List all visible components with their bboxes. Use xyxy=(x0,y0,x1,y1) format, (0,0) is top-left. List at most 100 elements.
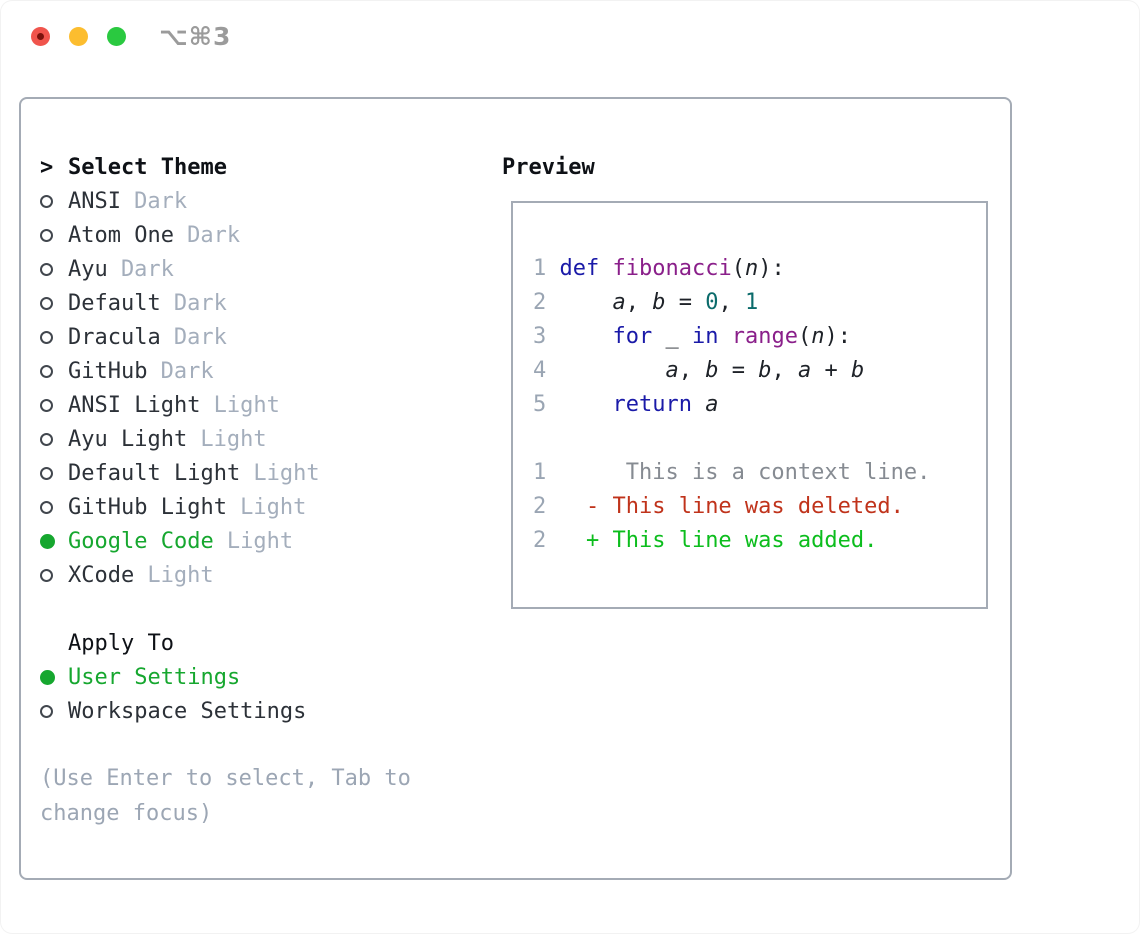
maximize-button[interactable] xyxy=(107,27,126,46)
code-segment-lit: 1 xyxy=(744,290,759,315)
radio-icon xyxy=(40,466,68,480)
preview-code-line: 2 - This line was deleted. xyxy=(533,490,986,524)
code-segment-kw: in xyxy=(691,324,719,349)
option-label: Default xyxy=(68,290,161,316)
code-segment-var: b xyxy=(850,358,865,383)
code-segment-pln xyxy=(599,256,612,281)
code-segment-pln: , xyxy=(771,358,798,383)
radio-icon xyxy=(40,262,53,276)
close-button[interactable] xyxy=(31,27,50,46)
theme-variant-label: Light xyxy=(147,562,214,588)
line-number: 2 xyxy=(533,528,547,553)
preview-code-line: 1 def fibonacci(n): xyxy=(533,252,986,286)
code-segment-var: a xyxy=(705,392,719,417)
radio-icon xyxy=(40,568,53,582)
radio-icon xyxy=(40,330,68,344)
radio-icon xyxy=(40,330,53,344)
line-number: 3 xyxy=(533,324,547,349)
code-segment-ctx: This is a context line. xyxy=(546,460,931,485)
code-segment-kw: return xyxy=(612,392,692,417)
option-label: Google Code xyxy=(68,528,214,554)
preview-code-line: 4 a, b = b, a + b xyxy=(533,354,986,388)
preview-code-line: 3 for _ in range(n): xyxy=(533,320,986,354)
apply-to-option[interactable]: User Settings xyxy=(40,660,502,694)
radio-icon xyxy=(40,432,53,446)
minimize-button[interactable] xyxy=(69,27,88,46)
theme-variant-label: Light xyxy=(240,494,307,520)
line-number: 5 xyxy=(533,392,547,417)
option-label: Default Light xyxy=(68,460,241,486)
radio-icon xyxy=(40,228,53,242)
preview-column: Preview 1 def fibonacci(n):2 a, b = 0, 1… xyxy=(502,150,1010,878)
focus-arrow-icon: > xyxy=(40,154,54,180)
theme-variant-label: Light xyxy=(200,426,267,452)
code-segment-var: b xyxy=(652,290,666,315)
radio-icon xyxy=(40,500,68,514)
theme-item[interactable]: GitHub Light Light xyxy=(40,490,502,524)
radio-icon xyxy=(40,364,68,378)
theme-variant-label: Dark xyxy=(173,290,227,316)
radio-icon xyxy=(40,500,53,514)
code-segment-pln: , xyxy=(718,290,745,315)
option-label: User Settings xyxy=(68,664,241,690)
option-label: GitHub Light xyxy=(68,494,227,520)
apply-to-option[interactable]: Workspace Settings xyxy=(40,694,502,728)
code-segment-kw: def xyxy=(559,256,600,281)
radio-icon xyxy=(40,568,68,582)
radio-icon xyxy=(40,296,53,310)
radio-selected-icon xyxy=(40,669,55,685)
radio-selected-icon xyxy=(40,533,68,549)
radio-icon xyxy=(40,398,53,412)
option-label: GitHub xyxy=(68,358,148,384)
preview-code-line: 2 + This line was added. xyxy=(533,524,986,558)
select-theme-header: Select Theme xyxy=(68,154,227,180)
radio-icon xyxy=(40,704,68,718)
code-segment-pln: ( xyxy=(797,324,812,349)
theme-item[interactable]: Default Light Light xyxy=(40,456,502,490)
preview-code-line: 2 a, b = 0, 1 xyxy=(533,286,986,320)
code-segment-lit: 0 xyxy=(705,290,719,315)
close-dot-icon xyxy=(37,33,44,40)
code-segment-pln xyxy=(546,256,559,281)
radio-icon xyxy=(40,262,68,276)
theme-variant-label: Dark xyxy=(187,222,241,248)
preview-code-line: 5 return a xyxy=(533,388,986,422)
preview-code-line: 1 This is a context line. xyxy=(533,456,986,490)
code-segment-pln xyxy=(546,358,665,383)
theme-variant-label: Light xyxy=(253,460,320,486)
theme-variant-label: Dark xyxy=(134,188,188,214)
select-theme-header-row: > Select Theme xyxy=(40,150,502,184)
code-segment-var: a xyxy=(612,290,626,315)
radio-icon xyxy=(40,296,68,310)
theme-variant-label: Dark xyxy=(173,324,227,350)
apply-to-header: Apply To xyxy=(68,630,174,656)
theme-item[interactable]: Default Dark xyxy=(40,286,502,320)
code-segment-pln: ): xyxy=(758,256,785,281)
radio-icon xyxy=(40,466,53,480)
radio-icon xyxy=(40,364,53,378)
code-segment-pln: , xyxy=(625,290,653,315)
code-segment-var: b xyxy=(705,358,719,383)
line-number: 4 xyxy=(533,358,547,383)
radio-icon xyxy=(40,194,53,208)
radio-selected-icon xyxy=(40,669,68,685)
code-segment-var: a xyxy=(797,358,812,383)
code-segment-kw: for xyxy=(612,324,653,349)
code-segment-pln: + xyxy=(811,358,851,383)
radio-selected-icon xyxy=(40,533,55,549)
code-segment-pln xyxy=(718,324,731,349)
preview-code-line xyxy=(533,422,986,456)
line-number: 1 xyxy=(533,256,547,281)
